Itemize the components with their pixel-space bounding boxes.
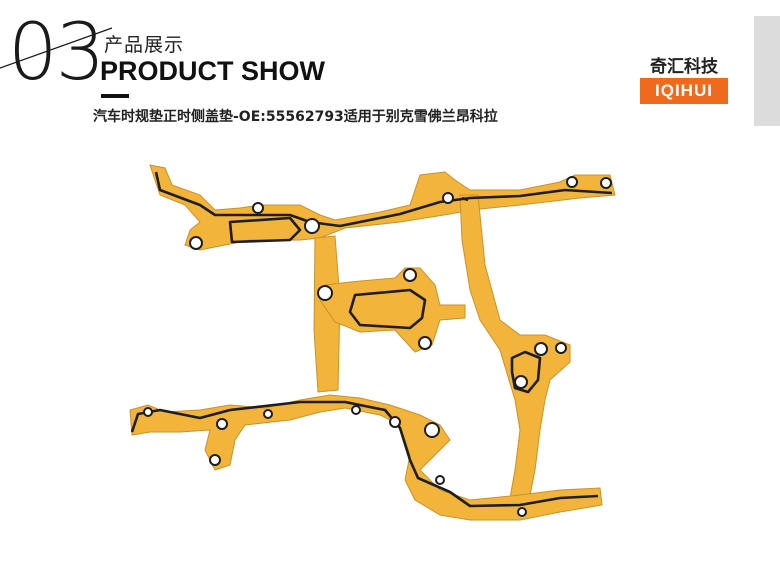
side-scroll-tab	[754, 16, 780, 126]
section-title-cn: 产品展示	[104, 34, 185, 56]
gasket-product-image	[129, 164, 616, 521]
brand-logo-badge: IQIHUI	[640, 78, 728, 104]
section-number: 03	[8, 8, 105, 98]
title-underline	[101, 94, 129, 98]
diagonal-slash-decoration	[0, 27, 113, 69]
brand-name-cn: 奇汇科技	[650, 57, 718, 77]
section-title-en: PRODUCT SHOW	[100, 56, 325, 86]
product-subtitle: 汽车时规垫正时侧盖垫-OE:55562793适用于别克雪佛兰昂科拉	[93, 109, 498, 125]
